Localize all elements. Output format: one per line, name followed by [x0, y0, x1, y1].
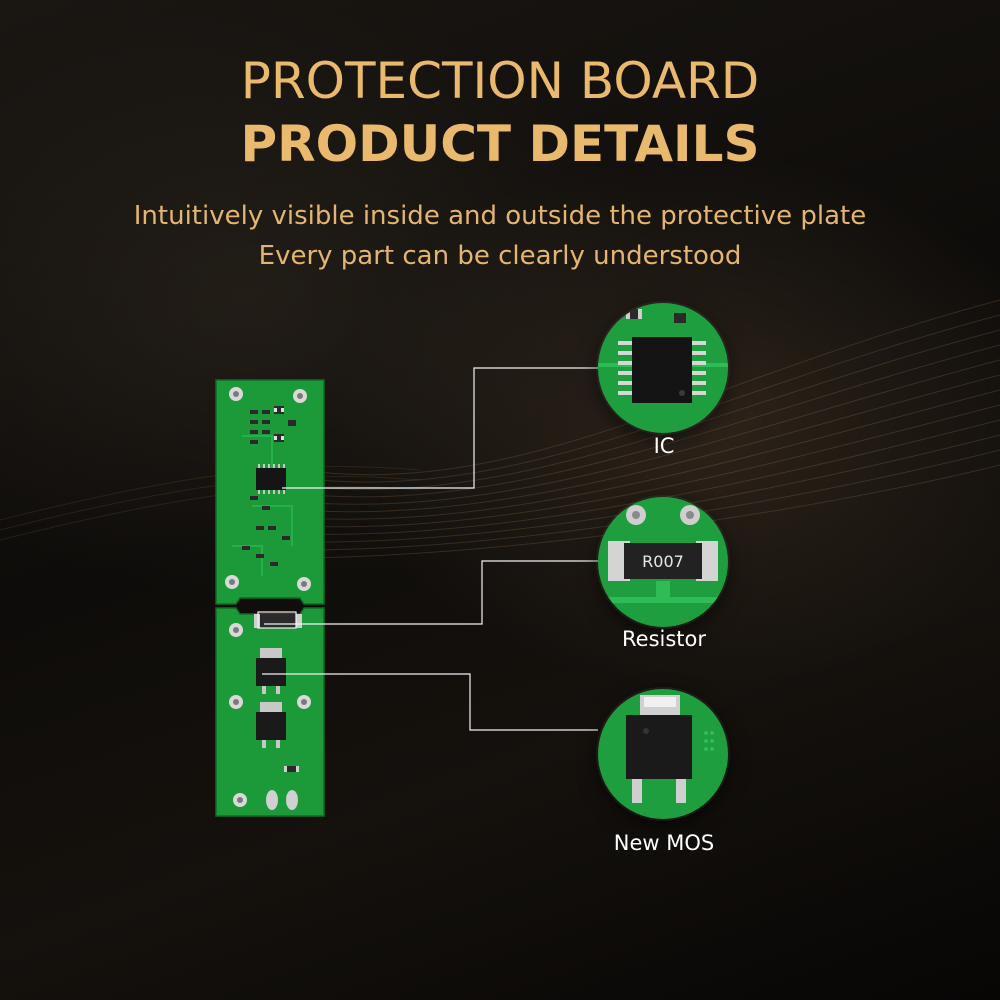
title-line-2: PRODUCT DETAILS: [240, 115, 760, 173]
mos-closeup-image: [598, 689, 728, 819]
title-line-1: PROTECTION BOARD: [240, 52, 760, 110]
pcb-board-image: [215, 379, 325, 817]
ic-label: IC: [653, 434, 675, 458]
resistor-closeup-image: R007: [598, 497, 728, 627]
ic-closeup-image: [598, 303, 728, 433]
subtitle-line-2: Every part can be clearly understood: [258, 241, 742, 271]
subtitle-line-1: Intuitively visible inside and outside t…: [133, 201, 867, 231]
resistor-label: Resistor: [622, 627, 706, 651]
mos-label: New MOS: [613, 831, 715, 855]
resistor-marking: R007: [642, 552, 684, 571]
